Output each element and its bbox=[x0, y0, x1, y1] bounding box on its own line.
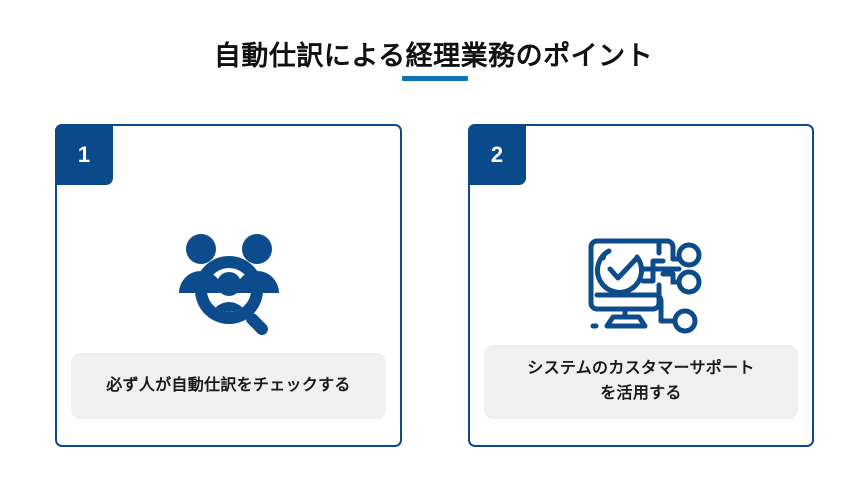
people-search-icon bbox=[177, 227, 281, 340]
point-card-1[interactable]: 1 bbox=[55, 124, 402, 447]
point-card-2[interactable]: 2 bbox=[468, 124, 814, 447]
card-caption-line-1: システムのカスタマーサポート bbox=[527, 360, 755, 378]
page-title: 自動仕訳による経理業務のポイント bbox=[213, 41, 654, 71]
card-number-label-2: 2 bbox=[490, 141, 504, 167]
page-title-block: 自動仕訳による経理業務のポイント bbox=[0, 40, 867, 72]
card-number-badge-2: 2 bbox=[468, 124, 526, 185]
title-underline-accent bbox=[402, 76, 468, 81]
card-icon-area-2 bbox=[470, 188, 812, 378]
card-caption-line-2: を活用する bbox=[600, 385, 682, 403]
card-icon-area-1 bbox=[57, 188, 400, 378]
card-caption-box-2: システムのカスタマーサポート を活用する bbox=[484, 345, 798, 419]
card-number-badge-1: 1 bbox=[55, 124, 113, 185]
monitor-check-network-icon bbox=[577, 225, 705, 342]
card-caption-text-1: 必ず人が自動仕訳をチェックする bbox=[106, 376, 351, 394]
card-caption-text-2: システムのカスタマーサポート を活用する bbox=[527, 357, 754, 407]
card-caption-box-1: 必ず人が自動仕訳をチェックする bbox=[71, 353, 386, 419]
card-number-label-1: 1 bbox=[77, 141, 91, 167]
